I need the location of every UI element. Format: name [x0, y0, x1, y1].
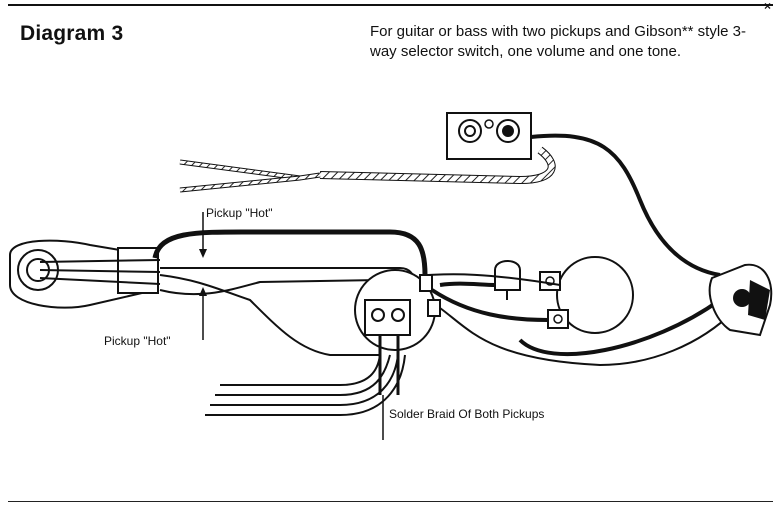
diagram-title: Diagram 3: [20, 22, 124, 45]
jack-plate-icon: [446, 112, 532, 160]
selector-switch-icon: [9, 239, 161, 309]
tone-pot-icon: [539, 256, 634, 334]
pickup-hot-wire-top: [152, 229, 428, 276]
solder-braid-label: Solder Braid Of Both Pickups: [389, 407, 545, 421]
capacitor-icon: [494, 260, 521, 300]
shielded-cable: [179, 146, 556, 193]
corner-mark: ×: [763, 0, 771, 13]
pickup-hot-label-top: Pickup "Hot": [206, 206, 273, 220]
output-jack-icon: [708, 263, 773, 337]
volume-pot-icon: [354, 269, 441, 351]
pickup-hot-wire-bottom: [159, 279, 381, 296]
top-rule: [8, 4, 773, 6]
diagram-description: For guitar or bass with two pickups and …: [370, 23, 747, 60]
bottom-rule: [8, 501, 773, 502]
hot-wire-to-jack: [530, 133, 721, 277]
pickup-hot-label-bottom: Pickup "Hot": [104, 334, 171, 348]
